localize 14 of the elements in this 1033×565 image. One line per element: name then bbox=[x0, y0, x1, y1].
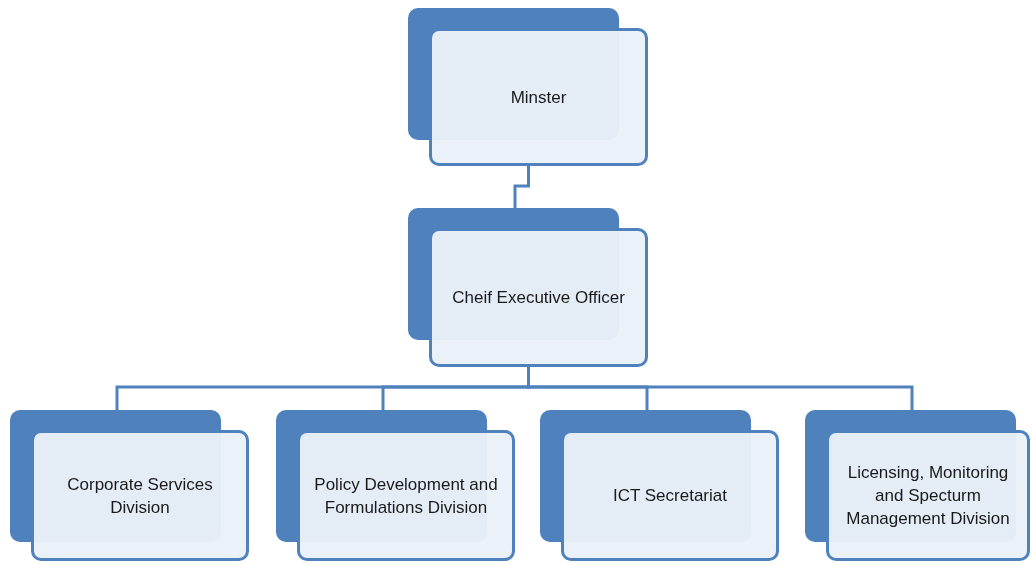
org-box bbox=[276, 410, 515, 561]
connector-line bbox=[527, 367, 914, 410]
org-box bbox=[805, 410, 1030, 561]
box-title: Minster bbox=[510, 86, 567, 109]
org-box bbox=[540, 410, 779, 561]
org-box bbox=[408, 8, 648, 166]
box-title: Corporate Services Division bbox=[66, 473, 214, 519]
org-box bbox=[408, 208, 648, 367]
box-title: ICT Secretariat bbox=[613, 485, 727, 507]
box-title: Policy Development and Formulations Division bbox=[313, 473, 499, 519]
box-title: Cheif Executive Officer bbox=[452, 287, 625, 309]
org-box bbox=[10, 410, 249, 561]
box-title: Licensing, Monitoring and Specturm Management Division bbox=[845, 462, 1011, 530]
connector-line bbox=[513, 166, 530, 208]
